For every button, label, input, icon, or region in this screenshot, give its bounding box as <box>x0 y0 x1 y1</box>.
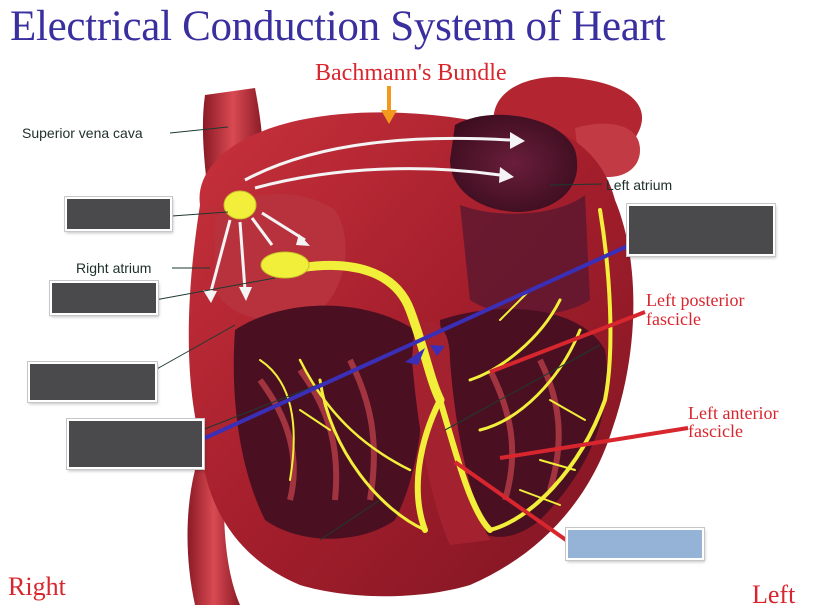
bachmann-arrow-head <box>381 110 397 124</box>
conduction-pathways <box>259 208 613 533</box>
answer-box-sa-node[interactable] <box>65 197 172 231</box>
blue-pointer-line <box>204 243 631 440</box>
page-title: Electrical Conduction System of Heart <box>10 3 666 50</box>
av-node <box>260 251 310 279</box>
superior-vena-cava-label: Superior vena cava <box>22 125 143 141</box>
left-anterior-fascicle-label-line1: Left anterior <box>688 403 779 423</box>
left-atrium-label: Left atrium <box>606 177 673 193</box>
right-atrium-label: Right atrium <box>76 260 152 276</box>
answer-box-tricuspid[interactable] <box>28 362 157 402</box>
trabeculae <box>257 358 562 501</box>
sa-node <box>223 190 257 220</box>
red-pointer-lines <box>453 310 689 542</box>
left-posterior-fascicle-label-line2: fascicle <box>646 309 701 329</box>
leader-lines <box>154 126 603 541</box>
answer-box-right-bundle-branch[interactable] <box>67 419 204 469</box>
answer-box-av-node[interactable] <box>50 281 158 315</box>
answer-box-purkinje-fibers[interactable] <box>566 528 704 560</box>
left-posterior-fascicle-label-line1: Left posterior <box>646 290 745 310</box>
right-side-label: Right <box>8 572 66 601</box>
inferior-vena-cava-vessel <box>187 470 240 605</box>
mitral-valve <box>460 195 590 315</box>
blue-arrow-head-2 <box>430 345 445 356</box>
left-side-label: Left <box>752 580 796 609</box>
bachmann-label: Bachmann's Bundle <box>315 60 507 86</box>
answer-box-bundle-of-his[interactable] <box>627 204 775 256</box>
blue-arrow-head-1 <box>405 348 425 365</box>
impulse-arrows <box>208 136 511 296</box>
left-anterior-fascicle-label-line2: fascicle <box>688 421 743 441</box>
impulse-arrowheads <box>203 132 525 303</box>
